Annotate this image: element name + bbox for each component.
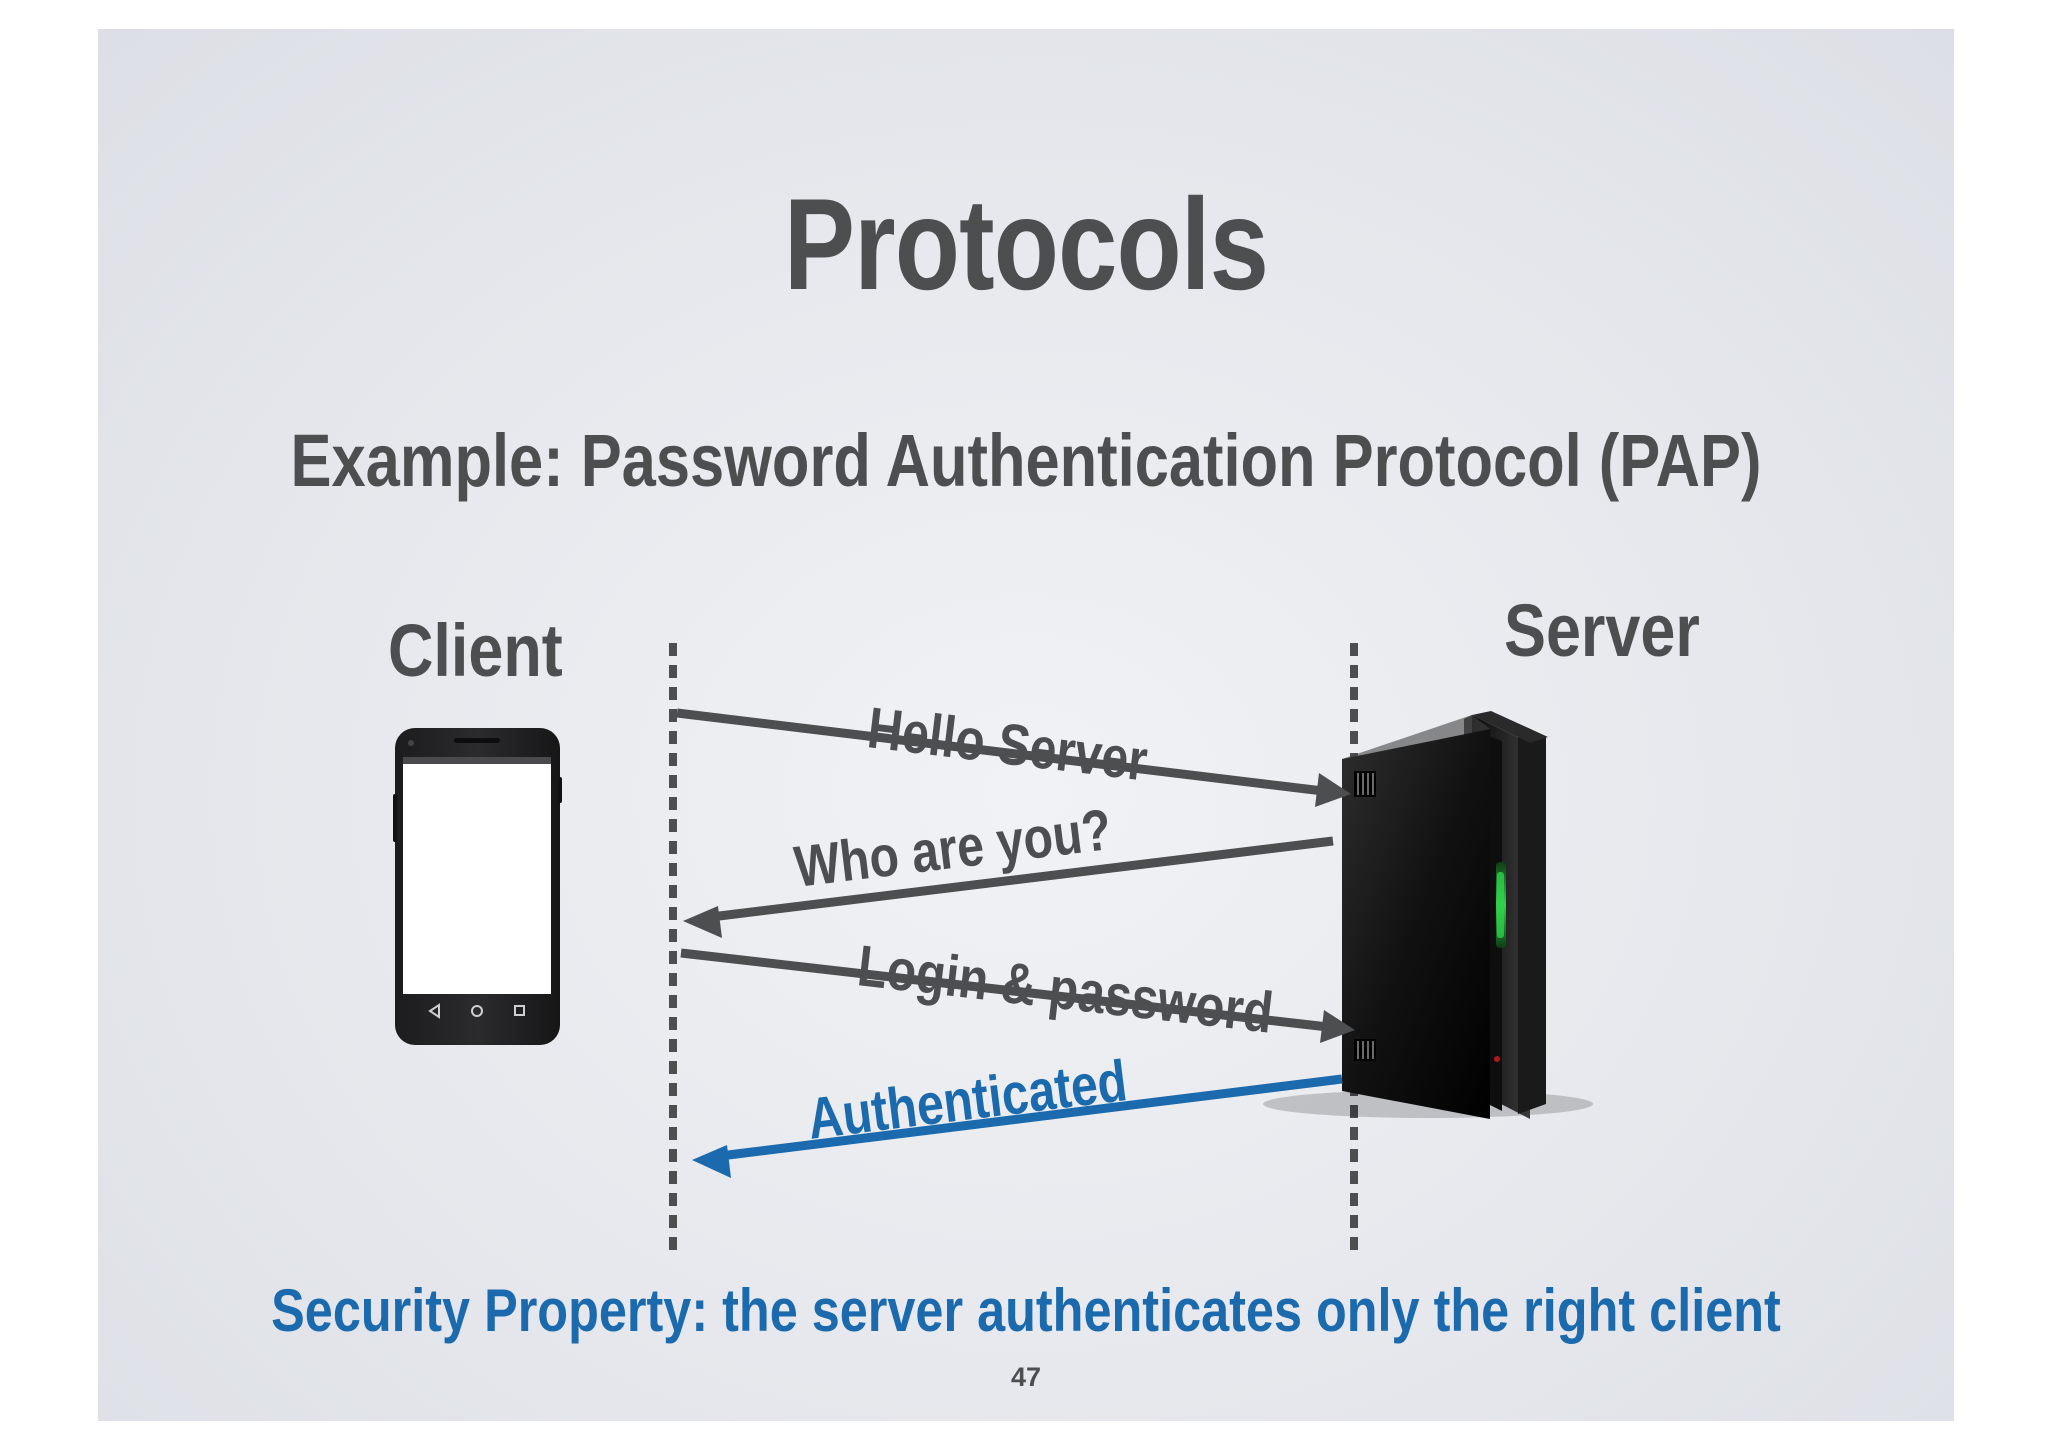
message-arrow-hello-server <box>676 708 1351 807</box>
slide: Protocols Example: Password Authenticati… <box>98 29 1954 1421</box>
message-arrow-who-are-you <box>683 836 1334 938</box>
client-label: Client <box>388 609 563 692</box>
security-property-text: Security Property: the server authentica… <box>271 1277 1781 1344</box>
message-arrow-authenticated <box>692 1074 1343 1178</box>
server-tower-icon <box>1263 711 1593 1119</box>
message-arrows <box>676 708 1355 1178</box>
diagram-graphics <box>393 708 1593 1178</box>
server-label: Server <box>1504 589 1700 672</box>
slide-title: Protocols <box>783 171 1269 317</box>
message-arrow-login-password <box>680 948 1355 1043</box>
client-lifeline <box>669 643 677 1253</box>
page-number: 47 <box>1010 1362 1042 1392</box>
smartphone-icon <box>393 728 562 1045</box>
slide-subtitle: Example: Password Authentication Protoco… <box>290 419 1762 502</box>
